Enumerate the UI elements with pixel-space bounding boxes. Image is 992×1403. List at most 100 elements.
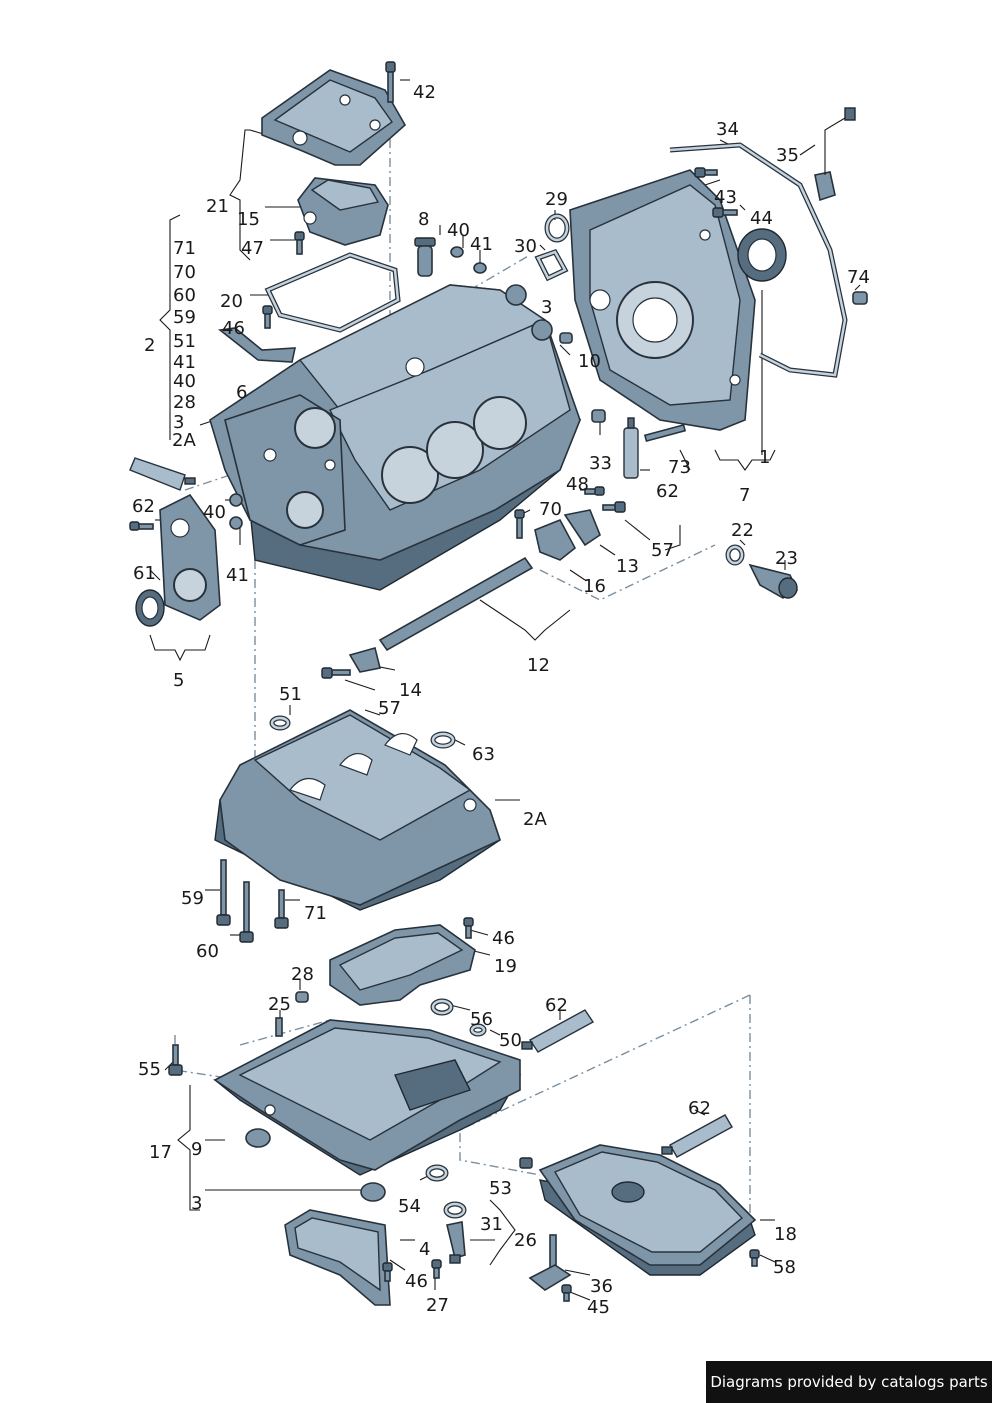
label-61: 61 — [133, 563, 156, 584]
timing-cover[interactable] — [569, 169, 756, 431]
bolt-73[interactable] — [643, 423, 687, 443]
plug-28[interactable] — [295, 991, 309, 1003]
cover-plate-5[interactable] — [159, 493, 221, 621]
label-26: 26 — [514, 1230, 537, 1251]
plug-74[interactable] — [852, 291, 868, 305]
oil-separator[interactable] — [297, 177, 389, 246]
pin-10[interactable] — [559, 332, 573, 344]
cap-40-top[interactable] — [450, 246, 464, 258]
label-9: 9 — [191, 1139, 202, 1160]
cap-41-top[interactable] — [473, 262, 487, 274]
bolt-48[interactable] — [584, 486, 605, 496]
label-63: 63 — [472, 744, 495, 765]
sealant-62-left[interactable] — [129, 457, 196, 491]
baffle-19[interactable] — [329, 924, 476, 1006]
label-60: 60 — [173, 285, 196, 306]
label-3: 3 — [541, 297, 552, 318]
seal-44[interactable] — [737, 228, 787, 282]
bolt-14[interactable] — [321, 647, 381, 679]
seal-61[interactable] — [135, 589, 165, 627]
bolt-71[interactable] — [274, 889, 289, 929]
bolt-70[interactable] — [514, 509, 525, 539]
label-42: 42 — [413, 82, 436, 103]
bolt-58[interactable] — [749, 1249, 760, 1267]
seal-54[interactable] — [425, 1164, 449, 1182]
sealant-62-mid[interactable] — [521, 1009, 595, 1053]
bolt-46-mid[interactable] — [463, 917, 474, 939]
tensioner-16[interactable] — [534, 518, 577, 561]
plug-53[interactable] — [519, 1157, 533, 1169]
plug-3-upper[interactable] — [505, 284, 553, 341]
pin-33[interactable] — [591, 409, 606, 423]
sensor-35[interactable] — [814, 107, 856, 202]
label-48: 48 — [566, 474, 589, 495]
bolt-62-left[interactable] — [129, 521, 154, 531]
bracket-6[interactable] — [218, 327, 297, 363]
bolt-59[interactable] — [216, 859, 231, 926]
stud-25[interactable] — [275, 1017, 283, 1037]
seal-29[interactable] — [544, 213, 570, 243]
label-41: 41 — [173, 352, 196, 373]
label-59: 59 — [173, 307, 196, 328]
bedplate[interactable] — [214, 709, 501, 911]
sensor-26[interactable] — [443, 1201, 467, 1264]
gasket-20[interactable] — [264, 252, 401, 333]
lower-baffle[interactable] — [284, 1209, 391, 1306]
gasket-34[interactable] — [669, 142, 848, 378]
label-27: 27 — [426, 1295, 449, 1316]
label-54: 54 — [398, 1196, 421, 1217]
label-62: 62 — [656, 481, 679, 502]
bolt-57[interactable] — [602, 501, 626, 513]
seal-56[interactable] — [430, 998, 454, 1016]
diagram-credit-banner: Diagrams provided by catalogs parts — [706, 1361, 992, 1403]
bolt-47[interactable] — [294, 231, 305, 255]
label-4: 4 — [419, 1239, 430, 1260]
label-60: 60 — [196, 941, 219, 962]
bolt-43[interactable] — [712, 207, 738, 218]
sealant-62-low[interactable] — [661, 1114, 733, 1158]
seal-50[interactable] — [469, 1023, 487, 1037]
sealant-62-right[interactable] — [623, 417, 639, 479]
bolt-60[interactable] — [239, 881, 254, 943]
bolt-46-top[interactable] — [262, 305, 273, 329]
label-33: 33 — [589, 453, 612, 474]
bolt-45[interactable] — [561, 1284, 572, 1302]
label-58: 58 — [773, 1257, 796, 1278]
shaft-12[interactable] — [378, 556, 534, 652]
plug-8[interactable] — [414, 237, 436, 277]
bolt-27[interactable] — [431, 1259, 442, 1279]
seal-63[interactable] — [430, 731, 456, 749]
bolt-55[interactable] — [168, 1044, 183, 1076]
engine-block[interactable] — [209, 284, 582, 591]
plug-3-lower[interactable] — [360, 1182, 386, 1202]
label-36: 36 — [590, 1276, 613, 1297]
seal-22[interactable] — [725, 544, 745, 566]
seal-51[interactable] — [269, 715, 291, 731]
label-59: 59 — [181, 888, 204, 909]
upper-cover[interactable] — [261, 69, 407, 166]
label-34: 34 — [716, 119, 739, 140]
cap-41-left[interactable] — [229, 516, 243, 530]
label-23: 23 — [775, 548, 798, 569]
label-3: 3 — [173, 412, 184, 433]
label-20: 20 — [220, 291, 243, 312]
gasket-30[interactable] — [534, 248, 569, 282]
tensioner-13[interactable] — [563, 509, 601, 547]
sensor-36[interactable] — [528, 1234, 572, 1291]
leader-lines — [149, 79, 861, 1301]
label-2: 2 — [144, 335, 155, 356]
plug-23[interactable] — [748, 563, 799, 599]
label-44: 44 — [750, 208, 773, 229]
label-10: 10 — [578, 351, 601, 372]
lower-oil-pan[interactable] — [538, 1144, 757, 1276]
bolt-46-low[interactable] — [382, 1262, 393, 1282]
bolt-42[interactable] — [385, 61, 396, 103]
cap-40-left[interactable] — [229, 493, 243, 507]
label-28: 28 — [173, 392, 196, 413]
label-40: 40 — [203, 502, 226, 523]
label-25: 25 — [268, 994, 291, 1015]
upper-oil-pan[interactable] — [213, 1019, 522, 1176]
plug-9[interactable] — [245, 1128, 271, 1148]
bolt-43b[interactable] — [694, 167, 718, 178]
label-43: 43 — [714, 187, 737, 208]
